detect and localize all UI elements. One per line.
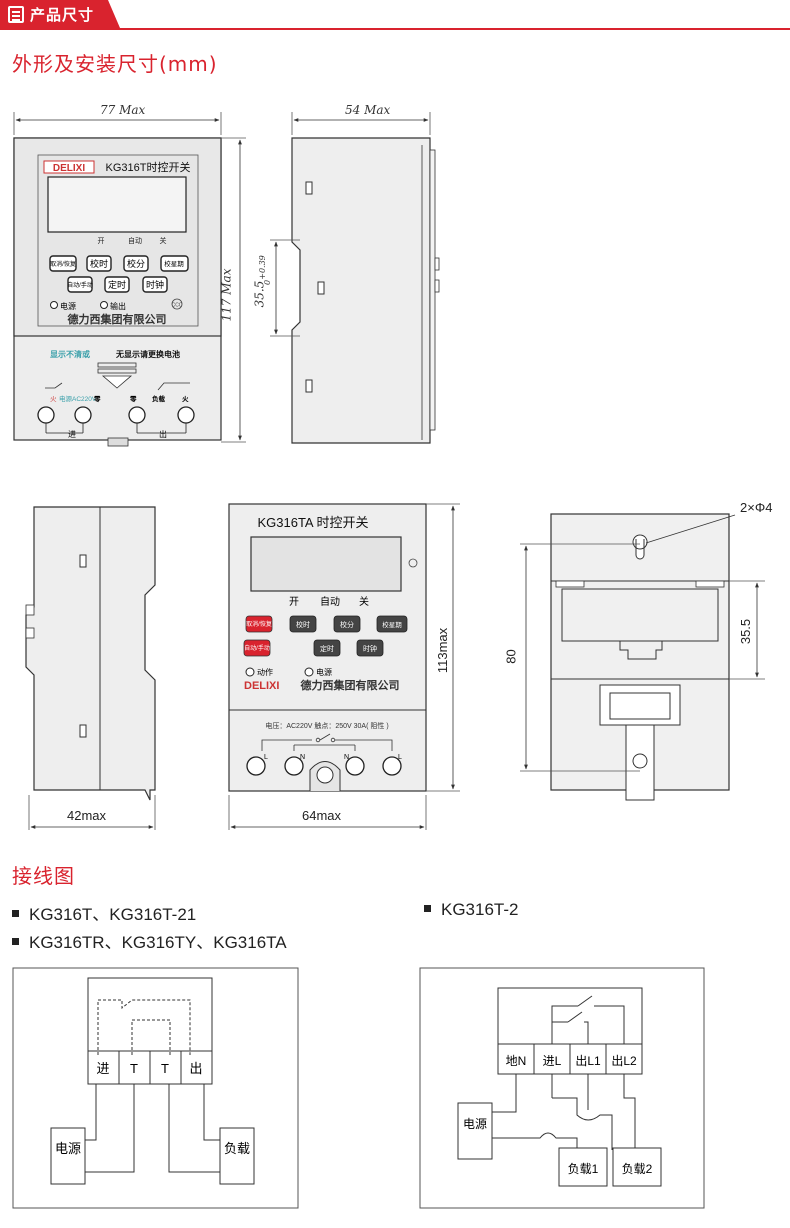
t-notice-b: 无显示请更换电池 bbox=[115, 349, 180, 359]
dim-side-42: 42max bbox=[67, 808, 107, 823]
section-header-bar: 产品尺寸 bbox=[0, 0, 790, 34]
right-term-l: 进L bbox=[543, 1054, 562, 1068]
t-indicator-output: 输出 bbox=[110, 301, 126, 311]
ta-term-l2: L bbox=[398, 754, 402, 761]
ta-btn-timer-label: 定时 bbox=[320, 644, 334, 653]
dim-rail-tol-upper: +0.39 bbox=[257, 255, 267, 280]
device-ta-side-view bbox=[25, 506, 156, 830]
middle-drawings: KG316TA 时控开关 开 自动 关 取消/恢复 校时 校分 校星期 自动/手… bbox=[25, 503, 765, 830]
t-btn-minute-label: 校分 bbox=[127, 258, 145, 269]
device-t-side-view bbox=[270, 112, 440, 444]
wiring-diagrams: 进 T T 出 电源 负载 地N 进L 出L1 出L2 电源 bbox=[12, 967, 705, 1209]
ta-term-n2: N bbox=[344, 754, 349, 761]
left-load-label: 负载 bbox=[224, 1141, 250, 1156]
right-term-l1: 出L1 bbox=[575, 1054, 601, 1068]
ta-term-l1: L bbox=[264, 754, 268, 761]
ta-title: KG316TA 时控开关 bbox=[257, 515, 368, 530]
mode-label-auto: 自动 bbox=[128, 236, 142, 245]
wiring-models-right: KG316T-2 bbox=[424, 900, 519, 920]
ta-btn-cancel-label: 取消/恢复 bbox=[246, 620, 272, 628]
wiring-title: 接线图 bbox=[12, 864, 75, 888]
t-btn-week-label: 校星期 bbox=[164, 259, 184, 268]
device-t-front-view: DELIXI KG316T时控开关 开 自动 关 取消/恢复 校时 校分 校星期… bbox=[13, 112, 246, 447]
ta-btn-clock-label: 时钟 bbox=[363, 644, 377, 653]
right-load1-label: 负载1 bbox=[568, 1162, 599, 1176]
header-divider bbox=[0, 28, 790, 30]
right-source-label: 电源 bbox=[463, 1117, 487, 1131]
device-ta-front-view: KG316TA 时控开关 开 自动 关 取消/恢复 校时 校分 校星期 自动/手… bbox=[228, 503, 460, 830]
device-back-view bbox=[520, 513, 765, 801]
right-term-l2: 出L2 bbox=[611, 1054, 637, 1068]
top-drawings: DELIXI KG316T时控开关 开 自动 关 取消/恢复 校时 校分 校星期… bbox=[13, 112, 440, 447]
ta-term-n1: N bbox=[300, 754, 305, 761]
section-header-tab bbox=[0, 0, 120, 28]
left-term-out: 出 bbox=[189, 1061, 202, 1076]
dim-front-64: 64max bbox=[302, 808, 342, 823]
ta-btn-minute-label: 校分 bbox=[340, 620, 354, 629]
dim-hole-spec: 2×Φ4 bbox=[740, 500, 773, 515]
svg-text:CCC: CCC bbox=[172, 303, 183, 309]
t-term-fire-right: 火 bbox=[182, 395, 189, 403]
t-in-label: 进 bbox=[68, 430, 76, 439]
dim-back-80: 80 bbox=[503, 649, 519, 664]
ta-btn-hour-label: 校时 bbox=[296, 620, 310, 629]
ta-rating: 电压：AC220V 触点：250V 30A( 阻性 ) bbox=[265, 721, 388, 730]
dim-back-35-5: 35.5 bbox=[738, 618, 754, 645]
left-term-t2: T bbox=[161, 1061, 169, 1076]
ta-indicator-action: 动作 bbox=[257, 667, 273, 677]
wiring-diagram-left: 进 T T 出 电源 负载 bbox=[12, 967, 299, 1209]
right-load2-label: 负载2 bbox=[622, 1162, 653, 1176]
dim-depth-54: 54 Max bbox=[345, 103, 391, 117]
brand-logo: DELIXI bbox=[53, 163, 85, 174]
dim-rail-tol-lower: 0 bbox=[263, 279, 273, 286]
mode-label-on: 开 bbox=[98, 237, 105, 245]
t-notice-a: 显示不清或 bbox=[50, 349, 90, 359]
ta-btn-mode-label: 自动/手动 bbox=[244, 644, 270, 652]
t-btn-mode-label: 自动/手动 bbox=[67, 281, 93, 289]
dimensions-title: 外形及安装尺寸(mm) bbox=[12, 52, 218, 76]
left-term-in: 进 bbox=[96, 1061, 109, 1076]
t-term-fire-left: 火 bbox=[50, 396, 57, 403]
ta-mode-auto: 自动 bbox=[320, 595, 340, 608]
ta-mode-on: 开 bbox=[289, 597, 299, 608]
wiring-models-line-2: KG316TR、KG316TY、KG316TA bbox=[12, 928, 287, 953]
right-term-n: 地N bbox=[506, 1054, 527, 1068]
left-source-label: 电源 bbox=[55, 1141, 81, 1156]
wiring-diagram-right: 地N 进L 出L1 出L2 电源 负载1 负载2 bbox=[419, 967, 705, 1209]
t-term-neutral-b: 零 bbox=[129, 394, 137, 403]
t-out-label: 出 bbox=[159, 429, 167, 439]
document-icon bbox=[8, 6, 24, 23]
t-term-load: 负载 bbox=[152, 394, 166, 403]
ta-brand: DELIXI bbox=[244, 680, 279, 692]
ta-mode-off: 关 bbox=[359, 595, 369, 608]
left-term-t1: T bbox=[130, 1061, 138, 1076]
t-btn-timer-label: 定时 bbox=[108, 279, 126, 290]
t-company-name: 德力西集团有限公司 bbox=[67, 312, 167, 326]
ta-indicator-power: 电源 bbox=[316, 667, 332, 677]
wiring-models-line-1: KG316T、KG316T-21 bbox=[12, 900, 196, 925]
ta-company-name: 德力西集团有限公司 bbox=[300, 678, 400, 692]
t-btn-cancel-label: 取消/恢复 bbox=[50, 260, 76, 268]
ta-btn-week-label: 校星期 bbox=[382, 620, 402, 629]
t-term-supply: 电源AC220V bbox=[59, 394, 97, 403]
mode-label-off: 关 bbox=[160, 236, 167, 245]
device-t-title: KG316T时控开关 bbox=[106, 160, 191, 174]
dim-height-117: 117 Max bbox=[219, 268, 234, 322]
dim-front-113: 113max bbox=[435, 627, 451, 674]
t-btn-clock-label: 时钟 bbox=[146, 279, 164, 290]
section-header-label: 产品尺寸 bbox=[30, 6, 95, 24]
t-indicator-power: 电源 bbox=[60, 301, 76, 311]
t-term-neutral-a: 零 bbox=[93, 394, 101, 403]
t-btn-hour-label: 校时 bbox=[90, 258, 108, 269]
dim-width-77: 77 Max bbox=[100, 103, 146, 117]
